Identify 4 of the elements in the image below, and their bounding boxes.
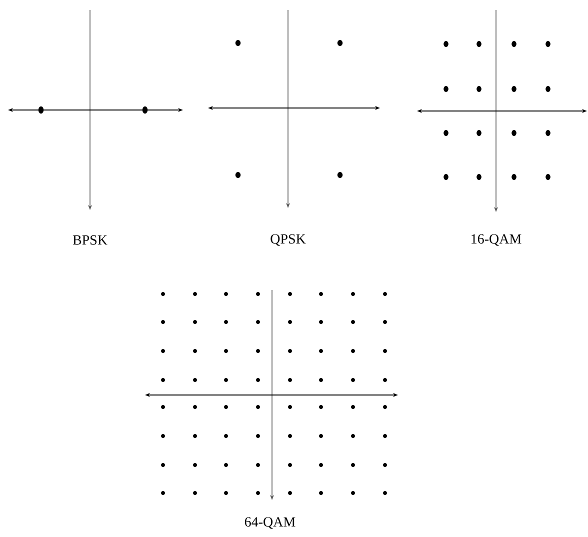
constellation-label: QPSK	[270, 234, 306, 246]
constellation-label: 16-QAM	[472, 234, 522, 246]
constellation-label: BPSK	[72, 235, 108, 245]
constellation-label: 64-QAM	[244, 517, 296, 529]
